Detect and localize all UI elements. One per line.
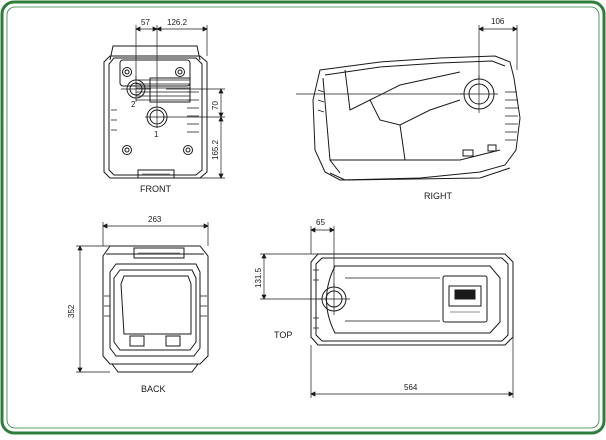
front-bolt-br bbox=[183, 145, 193, 155]
front-dim-165-2: 165.2 bbox=[211, 139, 220, 160]
front-body-inner bbox=[108, 57, 203, 176]
front-bolt-tl bbox=[122, 67, 132, 77]
right-body-outline bbox=[312, 55, 521, 181]
top-dim-65: 65 bbox=[316, 218, 325, 227]
back-dim-352: 352 bbox=[67, 304, 76, 318]
back-connector-left bbox=[129, 335, 145, 347]
back-connector-right bbox=[165, 335, 181, 347]
back-view bbox=[102, 245, 209, 373]
front-top-panel bbox=[119, 59, 191, 87]
back-top-grip bbox=[133, 247, 185, 259]
top-view bbox=[310, 253, 514, 346]
front-dim-57: 57 bbox=[141, 18, 150, 27]
front-marker-1: 1 bbox=[154, 130, 159, 139]
front-bolt-bl bbox=[122, 145, 132, 155]
right-view-label: RIGHT bbox=[424, 191, 453, 201]
right-dimensions bbox=[296, 25, 518, 95]
front-bolt-tr bbox=[175, 67, 185, 77]
front-marker-2: 2 bbox=[131, 100, 136, 109]
right-view bbox=[312, 55, 521, 181]
right-dim-106: 106 bbox=[491, 17, 505, 26]
sheet-inner-border bbox=[6, 6, 600, 429]
front-view-label: FRONT bbox=[140, 184, 171, 194]
front-base bbox=[137, 169, 175, 179]
top-body-outline bbox=[310, 253, 514, 346]
top-display bbox=[454, 289, 476, 300]
front-view bbox=[103, 45, 208, 179]
back-dimensions bbox=[76, 222, 209, 373]
front-dim-126-2: 126.2 bbox=[167, 18, 188, 27]
top-dimensions bbox=[260, 226, 514, 398]
top-dim-564: 564 bbox=[404, 383, 418, 392]
front-dim-70: 70 bbox=[211, 101, 220, 110]
top-control-panel bbox=[442, 275, 488, 323]
front-dimensions bbox=[135, 25, 225, 179]
back-dim-263: 263 bbox=[148, 215, 162, 224]
top-view-label: TOP bbox=[274, 330, 292, 340]
top-handle bbox=[326, 265, 501, 334]
back-view-label: BACK bbox=[141, 384, 166, 394]
top-dim-131-5: 131.5 bbox=[254, 267, 263, 288]
back-window bbox=[109, 263, 201, 357]
